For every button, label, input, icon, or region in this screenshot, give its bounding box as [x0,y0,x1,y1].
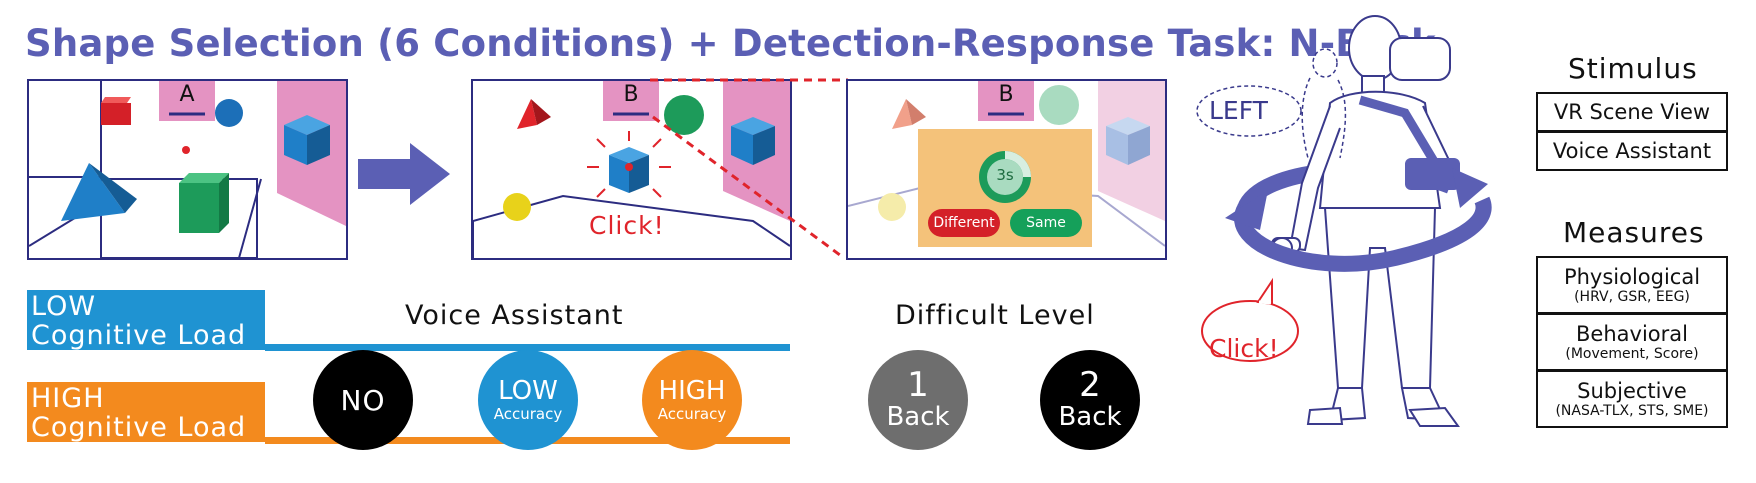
scene-panel-a: A [27,79,348,260]
low-accuracy-circle: LOW Accuracy [478,350,578,450]
low-accuracy-main: LOW [498,376,558,406]
arrow-right-icon [358,143,450,205]
high-load-label: HIGH Cognitive Load [27,382,265,442]
low-load-line [265,344,790,351]
two-back-circle: 2 Back [1040,350,1140,450]
stimulus-item-label: Voice Assistant [1552,139,1712,163]
measure-item-subjective: Subjective (NASA-TLX, STS, SME) [1536,370,1728,428]
one-back-word: Back [886,402,950,432]
one-back-number: 1 [907,365,929,405]
vr-user-figure [1225,15,1492,427]
difficulty-heading: Difficult Level [895,300,1095,331]
low-accuracy-sub: Accuracy [493,405,563,423]
same-button[interactable]: Same [1010,209,1082,237]
low-load-label: LOW Cognitive Load [27,290,265,350]
scene-a-drawing [29,81,346,258]
no-assistant-circle: NO [313,350,413,450]
high-accuracy-sub: Accuracy [657,405,727,423]
high-load-line2: Cognitive Load [31,412,247,443]
measure-item-label: Behavioral [1576,322,1688,346]
measure-item-label: Subjective [1577,379,1687,403]
two-back-word: Back [1058,402,1122,432]
high-accuracy-circle: HIGH Accuracy [642,350,742,450]
low-load-line2: Cognitive Load [31,320,247,351]
measure-item-label: Physiological [1563,265,1701,289]
click-label: Click! [589,211,665,240]
scene-panel-b-popup: B 3s Different Same [846,79,1167,260]
one-back-circle: 1 Back [868,350,968,450]
stimulus-heading: Stimulus [1568,52,1698,85]
different-button[interactable]: Different [928,209,1000,237]
zoom-connector [650,78,848,260]
measure-item-behavioral: Behavioral (Movement, Score) [1536,313,1728,371]
high-load-line1: HIGH [31,383,105,414]
two-back-number: 2 [1079,365,1101,405]
diagram-title: Shape Selection (6 Conditions) + Detecti… [25,22,1436,65]
voice-assistant-heading: Voice Assistant [405,300,624,331]
stimulus-item-vr-scene-view: VR Scene View [1536,92,1728,132]
click-bubble-text: Click! [1209,334,1279,363]
measure-item-physiological: Physiological (HRV, GSR, EEG) [1536,256,1728,314]
low-load-line1: LOW [31,291,97,322]
timer-text: 3s [996,166,1014,184]
high-accuracy-main: HIGH [658,376,726,406]
scene-b-popup-label: B [998,82,1014,107]
left-bubble-shape [1196,85,1302,137]
measure-item-sub: (NASA-TLX, STS, SME) [1555,403,1709,419]
stimulus-item-label: VR Scene View [1553,100,1711,124]
scene-panel-b: B Click! [471,79,792,260]
measure-item-sub: (Movement, Score) [1565,346,1699,362]
stimulus-item-voice-assistant: Voice Assistant [1536,131,1728,171]
measures-heading: Measures [1563,216,1705,249]
scene-a-label: A [179,82,195,107]
left-bubble-text: LEFT [1209,96,1268,125]
scene-b-drawing [473,81,790,258]
measure-item-sub: (HRV, GSR, EEG) [1574,289,1690,305]
click-bubble-shape [1201,277,1299,362]
no-assistant-label: NO [340,383,386,417]
scene-b-label: B [623,82,639,107]
